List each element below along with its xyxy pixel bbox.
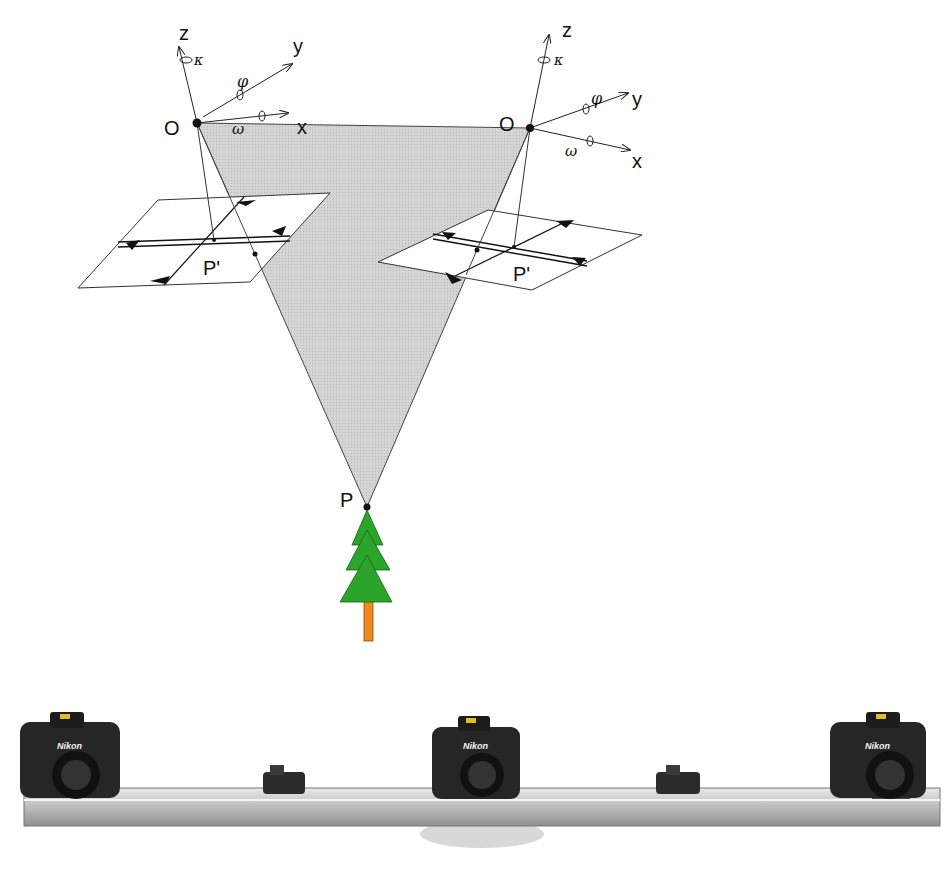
right-axes bbox=[530, 35, 630, 150]
axis-label: y bbox=[632, 89, 642, 109]
rotation-label: κ bbox=[554, 53, 563, 67]
camera-brand: Nikon bbox=[57, 742, 82, 751]
left-axes bbox=[179, 47, 292, 123]
axis-label: x bbox=[297, 117, 307, 137]
camera-bar-photo bbox=[20, 712, 940, 848]
axis-label: z bbox=[179, 23, 189, 43]
rotation-label: ω bbox=[565, 144, 577, 159]
tree bbox=[340, 504, 392, 642]
axis-label: z bbox=[562, 20, 572, 40]
camera-brand: Nikon bbox=[865, 742, 890, 751]
rotation-label: κ bbox=[194, 53, 203, 67]
rotation-label: ω bbox=[232, 122, 244, 137]
station-label: O bbox=[499, 114, 515, 134]
object-point-label: P bbox=[340, 490, 353, 510]
camera-brand: Nikon bbox=[463, 742, 488, 751]
image-point-label: P' bbox=[513, 264, 530, 284]
axis-label: x bbox=[632, 151, 642, 171]
rotation-label: φ bbox=[237, 74, 248, 90]
ray-triangle bbox=[197, 123, 530, 507]
image-point-label: P' bbox=[203, 258, 220, 278]
station-label: O bbox=[164, 118, 180, 138]
rotation-label: φ bbox=[591, 91, 602, 107]
right-image-plane bbox=[378, 128, 642, 290]
axis-label: y bbox=[293, 36, 303, 56]
left-image-plane bbox=[78, 123, 330, 288]
